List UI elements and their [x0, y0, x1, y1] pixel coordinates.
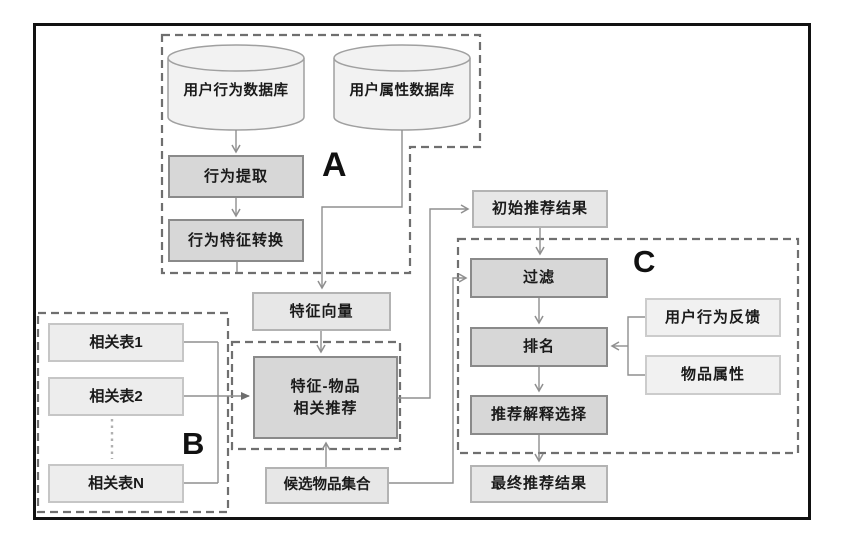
node-candidate-items: 候选物品集合	[265, 467, 389, 504]
user-attr-db-cylinder	[333, 44, 471, 131]
node-explanation-select: 推荐解释选择	[470, 395, 608, 435]
node-filter: 过滤	[470, 258, 608, 298]
node-related-table-n: 相关表N	[48, 464, 184, 503]
node-feature-vector: 特征向量	[252, 292, 391, 331]
group-label-c: C	[633, 244, 656, 279]
node-user-behavior-db: 用户行为数据库	[183, 82, 289, 99]
edge-attrdb-to-featurevector	[317, 130, 403, 290]
node-initial-results: 初始推荐结果	[472, 190, 608, 228]
node-behavior-feature-convert: 行为特征转换	[168, 219, 304, 262]
node-related-table-2: 相关表2	[48, 377, 184, 416]
node-feature-item-rec: 特征-物品 相关推荐	[253, 356, 398, 439]
node-behavior-extract: 行为提取	[168, 155, 304, 198]
node-related-table-1: 相关表1	[48, 323, 184, 362]
group-label-b: B	[182, 426, 205, 461]
edge-candidate-to-filter	[388, 273, 468, 484]
group-c-outline	[456, 237, 800, 455]
node-item-attrs: 物品属性	[645, 355, 781, 395]
node-final-results: 最终推荐结果	[470, 465, 608, 503]
group-label-a: A	[322, 146, 347, 184]
node-user-attr-db: 用户属性数据库	[349, 82, 455, 99]
group-b-outline	[36, 311, 230, 514]
edge-rec-to-initial	[397, 204, 470, 399]
node-ranking: 排名	[470, 327, 608, 367]
node-user-feedback: 用户行为反馈	[645, 298, 781, 337]
group-a-outline	[160, 33, 482, 275]
edge-feedback-attrs-bracket	[627, 316, 645, 376]
